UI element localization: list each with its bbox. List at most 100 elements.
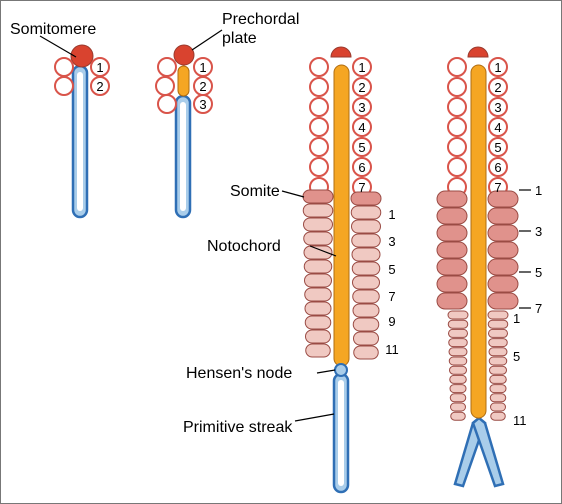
stage3-somite-left-12	[305, 343, 331, 358]
stage2-prechordal-plate	[173, 44, 195, 66]
stage2-somitomere-left-1	[157, 57, 177, 77]
stage3-somite-right-7	[352, 275, 380, 290]
stage3-prechordal-plate	[330, 46, 352, 58]
stage3-somitomere-number-3: 3	[358, 100, 365, 115]
stage4-small-somite-left-8	[449, 374, 467, 384]
stage3-somite-left-3	[303, 217, 333, 232]
somite-leader-line	[281, 190, 305, 198]
stage4-somite-left-7	[436, 292, 468, 310]
stage4-somitomere-number-7: 7	[494, 180, 501, 195]
stage4-somite-number-3: 3	[535, 224, 542, 239]
stage3-somite-left-10	[304, 315, 332, 330]
stage4-somite-left-1	[436, 190, 468, 208]
stage4-somite-right-6	[487, 275, 519, 293]
stage4-somite-number-7: 7	[535, 301, 542, 316]
stage1-somitomere-left-2	[54, 76, 74, 96]
stage3-somitomere-right-2	[352, 77, 372, 97]
stage3-somite-left-4	[303, 231, 333, 246]
stage4-somitomere-right-1	[488, 57, 508, 77]
stage3-somite-right-12	[353, 345, 379, 360]
stage-1: 1 2 Somitomere	[10, 21, 110, 219]
stage3-somite-left-1	[302, 189, 334, 204]
stage4-small-somite-right-8	[489, 374, 507, 384]
stage4-small-somite-right-5	[488, 347, 508, 357]
stage4-somite-left-2	[436, 207, 468, 225]
stage4-somitomere-right-5	[488, 137, 508, 157]
stage3-somite-number-1: 1	[388, 207, 395, 222]
prechordal-label-line2: plate	[222, 30, 257, 47]
stage4-small-somite-left-12	[450, 411, 466, 421]
stage3-notochord	[333, 64, 350, 367]
stage1-primitive-streak-lumen	[77, 72, 83, 211]
stage3-somite-right-11	[353, 331, 379, 346]
stage4-somitomere-left-4	[447, 117, 467, 137]
stage2-notochord	[177, 65, 190, 97]
stage4-small-somite-right-7	[489, 365, 507, 375]
stage4-small-somite-left-9	[449, 384, 467, 394]
stage4-somitomere-number-3: 3	[494, 100, 501, 115]
stage3-somite-right-3	[351, 219, 381, 234]
notochord-leader-line	[309, 245, 337, 257]
primitive-streak-label: Primitive streak	[183, 419, 293, 436]
stage4-somitomere-number-4: 4	[494, 120, 501, 135]
stage4-somite-left-5	[436, 258, 468, 276]
stage4-somitomere-left-3	[447, 97, 467, 117]
stage4-primitive-streak-right	[471, 416, 505, 488]
stage3-somitomere-left-3	[309, 97, 329, 117]
stage3-hensens-node	[334, 363, 348, 377]
stage4-lower-number-5: 5	[513, 349, 520, 364]
somitomere-leader-line	[39, 35, 77, 58]
stage1-number-1: 1	[96, 60, 103, 75]
stage4-small-somite-right-6	[488, 356, 508, 366]
stage3-somite-number-3: 3	[388, 234, 395, 249]
stage3-somite-number-11: 11	[385, 342, 399, 357]
stage4-small-somite-left-10	[449, 393, 467, 403]
stage4-small-somite-left-3	[448, 328, 468, 338]
stage2-somitomere-left-3	[157, 94, 177, 114]
stage4-small-somite-left-1	[447, 310, 469, 320]
stage3-somitomere-number-6: 6	[358, 160, 365, 175]
stage4-somitomere-number-1: 1	[494, 60, 501, 75]
stage4-somitomere-left-1	[447, 57, 467, 77]
stage4-somite-right-7	[487, 292, 519, 310]
stage4-lower-number-1: 1	[513, 311, 520, 326]
stage4-somites	[436, 190, 519, 421]
stage3-somite-right-8	[352, 289, 380, 304]
stage2-number-3: 3	[199, 97, 206, 112]
stage3-somitomere-left-6	[309, 157, 329, 177]
hensens-node-label: Hensen's node	[186, 365, 292, 382]
stage1-number-2: 2	[96, 79, 103, 94]
stage4-small-somite-left-6	[448, 356, 468, 366]
somite-label: Somite	[230, 183, 280, 200]
stage1-somitomere-left-1	[54, 57, 74, 77]
stage3-somite-number-5: 5	[388, 262, 395, 277]
stage4-somitomere-left-5	[447, 137, 467, 157]
stage3-somitomere-number-4: 4	[358, 120, 365, 135]
stage4-somite-left-6	[436, 275, 468, 293]
stage4-small-somite-left-2	[447, 319, 469, 329]
stage4-small-somite-right-11	[490, 402, 506, 412]
stage4-small-somite-left-7	[449, 365, 467, 375]
stage3-somitomere-left-4	[309, 117, 329, 137]
stage3-somitomere-right-5	[352, 137, 372, 157]
stage3-somite-right-4	[351, 233, 381, 248]
stage3-somitomere-number-2: 2	[358, 80, 365, 95]
hensens-node-leader-line	[316, 369, 336, 374]
stage3-somitomere-number-7: 7	[358, 180, 365, 195]
stage4-small-somite-left-4	[448, 338, 468, 348]
stage3-somites	[302, 189, 382, 360]
stage3-primitive-streak-lumen	[338, 380, 344, 486]
prechordal-label-line1: Prechordal	[222, 11, 299, 28]
stage3-somite-number-9: 9	[388, 314, 395, 329]
stage3-somite-right-9	[352, 303, 380, 318]
stage4-prechordal-plate	[467, 46, 489, 58]
stage3-somitomere-right-4	[352, 117, 372, 137]
stage4-somite-right-1	[487, 190, 519, 208]
stage4-small-somite-right-12	[490, 411, 506, 421]
stage3-somitomere-right-6	[352, 157, 372, 177]
